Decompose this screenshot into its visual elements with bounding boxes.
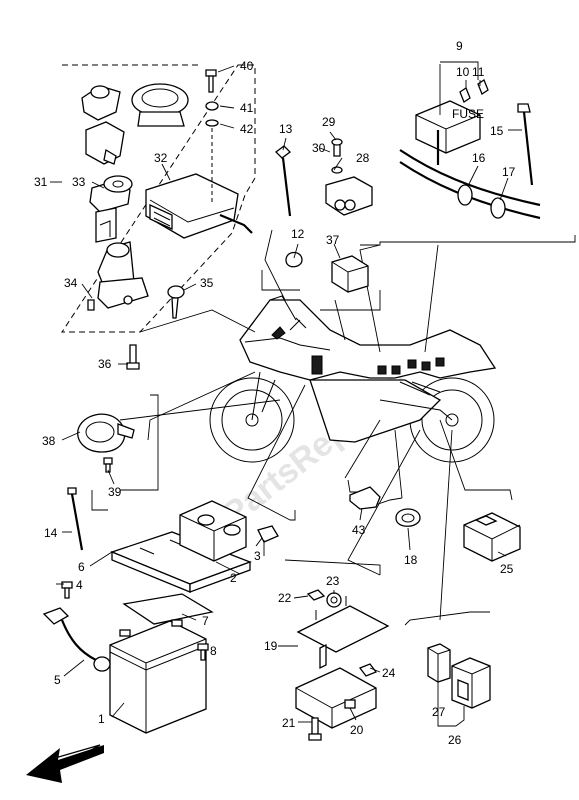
callout-31: 31 — [34, 175, 48, 189]
ignition-key-35 — [167, 285, 185, 319]
callout-22: 22 — [278, 591, 292, 605]
callout-28: 28 — [356, 151, 370, 165]
callout-39: 39 — [108, 485, 122, 499]
callout-leaders — [50, 61, 522, 727]
callout-9: 9 — [456, 39, 463, 53]
group-leader-lines — [119, 229, 510, 621]
callout-7: 7 — [202, 614, 209, 628]
callout-21: 21 — [282, 716, 296, 730]
bracket-19 — [296, 596, 390, 670]
bolt-21 — [308, 717, 322, 741]
callout-37: 37 — [326, 233, 340, 247]
callout-32: 32 — [154, 151, 168, 165]
washer-41 — [205, 101, 219, 111]
bolt-36 — [126, 344, 140, 370]
fuse-11 — [477, 79, 489, 95]
cdi-unit-32 — [145, 173, 253, 239]
clamp-18 — [395, 508, 421, 527]
bolt-4 — [61, 581, 73, 599]
relay-assembly-26 — [451, 657, 491, 709]
callout-13: 13 — [279, 122, 293, 136]
collar-24 — [358, 663, 378, 677]
grommet-22 — [306, 589, 326, 601]
callout-42: 42 — [240, 122, 254, 136]
callout-19: 19 — [264, 639, 278, 653]
callout-labels: 1 2 3 4 5 6 7 8 9 10 11 12 13 14 15 16 1… — [34, 39, 516, 747]
callout-11: 11 — [472, 65, 485, 79]
callout-8: 8 — [210, 644, 217, 658]
relay-27 — [427, 643, 451, 683]
callout-36: 36 — [98, 357, 112, 371]
grommet-23 — [326, 592, 342, 608]
callout-25: 25 — [500, 562, 514, 576]
motorcycle-illustration — [209, 295, 497, 463]
clamp-12 — [285, 251, 303, 268]
callout-30: 30 — [312, 141, 326, 155]
front-direction-arrow-icon — [26, 744, 104, 783]
fuse-box-9: FUSE — [415, 100, 484, 154]
callout-17: 17 — [502, 165, 516, 179]
callout-18: 18 — [404, 553, 418, 567]
callout-41: 41 — [240, 101, 254, 115]
callout-27: 27 — [432, 705, 446, 719]
callout-43: 43 — [352, 523, 366, 537]
group-brackets — [91, 235, 576, 626]
callout-12: 12 — [291, 227, 305, 241]
callout-4: 4 — [76, 578, 83, 592]
callout-35: 35 — [200, 276, 214, 290]
callout-34: 34 — [64, 276, 78, 290]
callout-23: 23 — [326, 574, 340, 588]
relay-37 — [331, 255, 369, 293]
fuse-10 — [459, 87, 471, 103]
callout-26: 26 — [448, 733, 462, 747]
relay-28-assembly — [325, 138, 373, 216]
wire-harness-band — [399, 149, 541, 220]
callout-38: 38 — [42, 434, 56, 448]
main-switch-assembly — [81, 83, 189, 311]
negative-lead-5 — [42, 607, 111, 672]
callout-3: 3 — [254, 549, 261, 563]
callout-6: 6 — [78, 560, 85, 574]
starter-relay-2 — [179, 500, 247, 562]
callout-40: 40 — [240, 59, 254, 73]
terminal-3 — [255, 525, 279, 547]
battery-1 — [109, 619, 207, 734]
battery-box-6 — [110, 531, 252, 593]
bolt-39 — [103, 457, 113, 473]
callout-10: 10 — [456, 65, 470, 79]
washer-42 — [205, 119, 219, 127]
band-15 — [517, 103, 534, 186]
bolt-8 — [197, 643, 209, 661]
callout-14: 14 — [44, 526, 58, 540]
callout-20: 20 — [350, 723, 364, 737]
lead-13 — [275, 145, 292, 217]
callout-15: 15 — [490, 124, 504, 138]
callout-33: 33 — [72, 175, 86, 189]
callout-5: 5 — [54, 673, 61, 687]
band-7 — [122, 593, 214, 625]
lead-14 — [67, 487, 84, 551]
callout-16: 16 — [472, 151, 486, 165]
regulator-20 — [295, 667, 377, 729]
screw-40 — [205, 69, 217, 93]
fuse-box-label: FUSE — [452, 107, 484, 121]
clamp-43 — [349, 486, 381, 510]
horn-38 — [77, 413, 135, 453]
callout-1: 1 — [98, 712, 105, 726]
callout-24: 24 — [382, 666, 396, 680]
callout-2: 2 — [230, 571, 237, 585]
callout-29: 29 — [322, 115, 336, 129]
cdi-unit-mark — [311, 355, 323, 375]
relay-25 — [463, 512, 521, 562]
lock-set-group-outline — [61, 64, 256, 333]
